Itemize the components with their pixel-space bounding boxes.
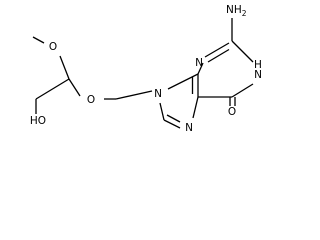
atom-label-n9: N: [154, 88, 162, 100]
bond-c4-n9: [167, 73, 199, 90]
bond-o-methyl: [32, 36, 45, 44]
bond-c8-n7-double: [166, 114, 181, 123]
bond-n1-c6: [231, 83, 254, 98]
atom-label-n1: N: [254, 69, 262, 81]
atom-label-n7: N: [185, 122, 193, 134]
atom-label-layer: NH2 N H N O N N O O HO: [30, 4, 262, 134]
atom-label-n1-hydrogen: H: [254, 59, 262, 71]
bond-n3-c2-double: [207, 48, 230, 63]
bond-ch-o-methoxy: [59, 55, 70, 80]
bond-c2-n1: [231, 40, 254, 63]
bond-o-ch: [68, 78, 81, 97]
atom-label-o6: O: [228, 106, 236, 118]
bond-n7-c5: [192, 96, 199, 119]
atom-label-hydroxyl: HO: [30, 115, 46, 127]
bond-c4-n3: [197, 62, 204, 75]
bond-ch-ch2: [35, 78, 70, 100]
bond-c8-n7: [163, 119, 181, 129]
atom-label-nh2: NH2: [226, 4, 247, 18]
bond-n9-ch2: [115, 90, 153, 100]
atom-label-o-ether: O: [87, 94, 95, 106]
bond-layer: [32, 18, 254, 129]
atom-label-o-methoxy: O: [49, 41, 57, 53]
bond-n3-c2: [204, 42, 230, 58]
chemical-structure-diagram: NH2 N H N O N N O O HO: [30, 4, 262, 134]
bond-n9-c8: [159, 102, 165, 121]
atom-label-n3: N: [195, 57, 203, 69]
